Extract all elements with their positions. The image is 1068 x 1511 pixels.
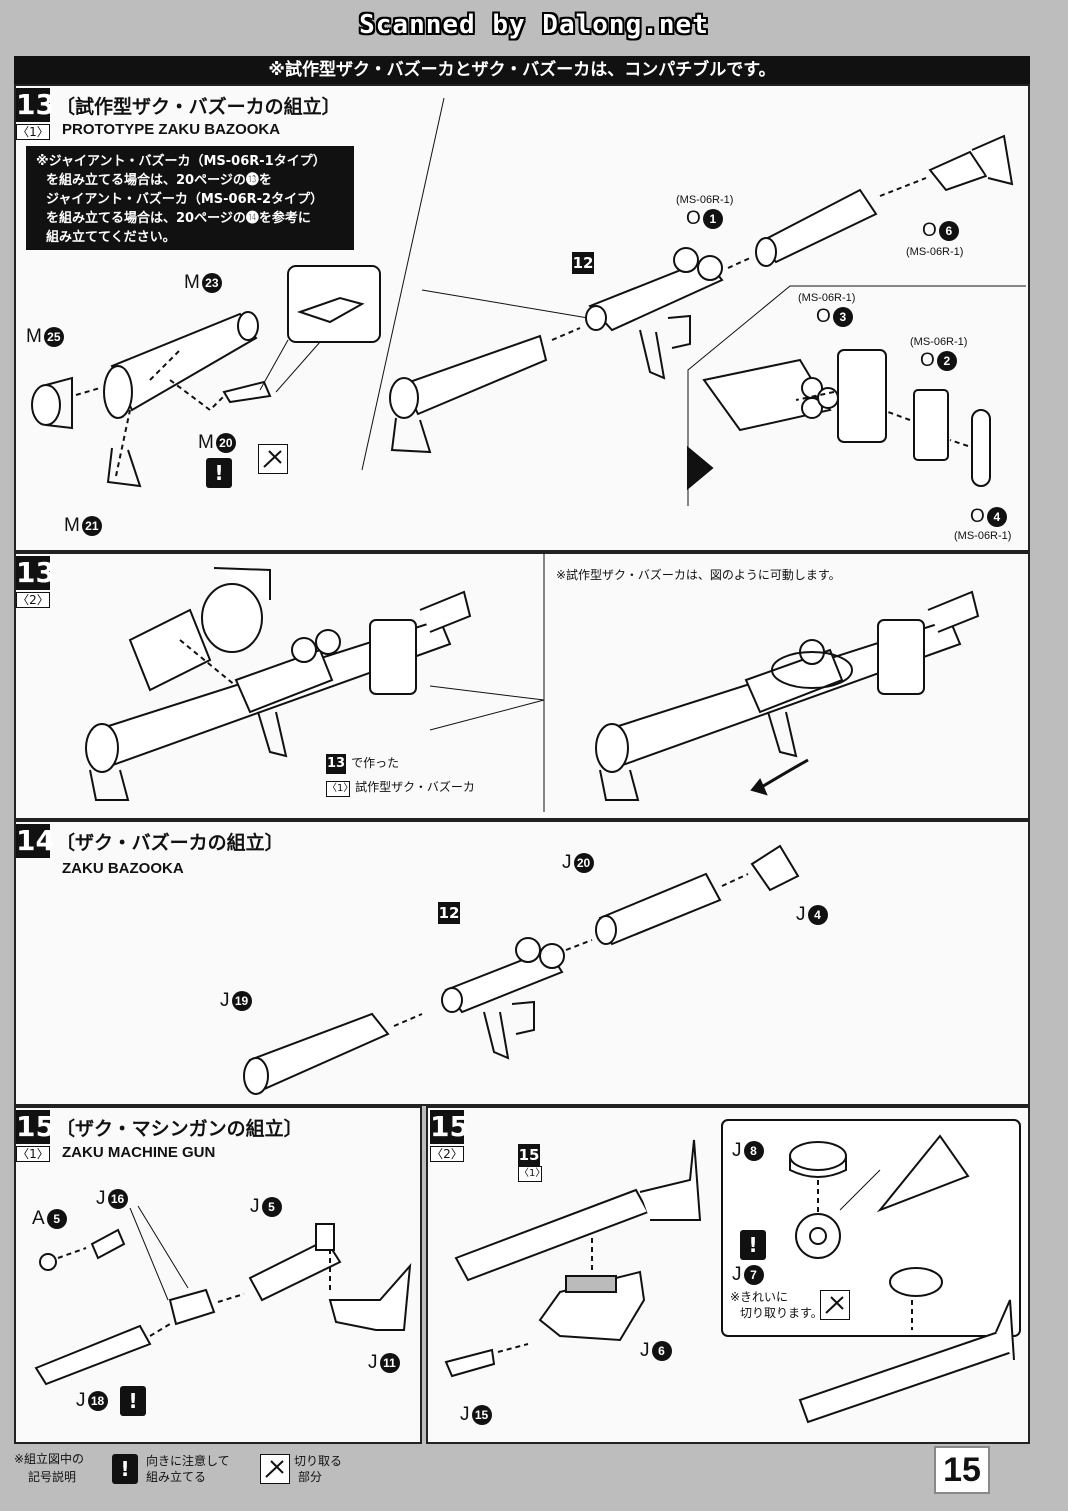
ref-step-15-1: 15 〈1〉 bbox=[518, 1144, 545, 1182]
orientation-warning-icon: ! bbox=[120, 1386, 146, 1416]
note-line: ジャイアント・バズーカ（MS-06R-2タイプ） bbox=[46, 192, 324, 207]
step-15-2-number: 15 bbox=[430, 1110, 469, 1144]
scan-watermark-title: Scanned by Dalong.net bbox=[359, 10, 709, 40]
step-13-title-jp: 〔試作型ザク・バズーカの組立〕 bbox=[56, 96, 341, 118]
legend-cut-icon bbox=[260, 1454, 290, 1484]
legend-title-line2: 記号説明 bbox=[28, 1470, 77, 1484]
ref-sub-step: 〈1〉 bbox=[326, 781, 353, 797]
step-13-2-number: 13 bbox=[16, 556, 55, 590]
step-13-sub-number: 〈1〉 bbox=[16, 124, 50, 140]
orientation-warning-icon: ! bbox=[740, 1230, 766, 1260]
legend-cut-text2: 部分 bbox=[298, 1470, 323, 1484]
variant-label-o2: (MS-06R-1) bbox=[910, 336, 968, 348]
step-14-number: 14 bbox=[16, 824, 55, 858]
prototype-bazooka-ref-text: 試作型ザク・バズーカ bbox=[355, 780, 475, 794]
step-14-title-en: ZAKU BAZOOKA bbox=[62, 860, 184, 877]
compatibility-banner: ※試作型ザク・バズーカとザク・バズーカは、コンパチブルです。 bbox=[14, 56, 1030, 84]
note-line: ※ジャイアント・バズーカ（MS-06R-1タイプ） bbox=[36, 154, 326, 169]
ref-step-13-badge: 13 bbox=[326, 754, 346, 774]
variant-label-o4: (MS-06R-1) bbox=[954, 530, 1012, 542]
cut-nipper-icon bbox=[820, 1290, 850, 1320]
page-number: 15 bbox=[934, 1446, 990, 1494]
step-15-title-jp: 〔ザク・マシンガンの組立〕 bbox=[56, 1118, 303, 1140]
ref-step-12-badge: 12 bbox=[438, 902, 460, 924]
cut-nipper-icon bbox=[258, 444, 288, 474]
step-15-2-sub-number: 〈2〉 bbox=[430, 1146, 464, 1162]
step-15-title-en: ZAKU MACHINE GUN bbox=[62, 1144, 216, 1161]
orientation-warning-icon: ! bbox=[206, 458, 232, 488]
variant-label-o6: (MS-06R-1) bbox=[906, 246, 964, 258]
note-line: を組み立てる場合は、20ページの⓭を bbox=[46, 173, 272, 188]
made-in-text: で作った bbox=[351, 756, 400, 770]
step-15-sub-number: 〈1〉 bbox=[16, 1146, 50, 1162]
variant-label-o3: (MS-06R-1) bbox=[798, 292, 856, 304]
step-14-title-jp: 〔ザク・バズーカの組立〕 bbox=[56, 832, 284, 854]
clean-cut-note-line2: 切り取ります。 bbox=[740, 1306, 823, 1320]
movable-note: ※試作型ザク・バズーカは、図のように可動します。 bbox=[556, 568, 841, 582]
step-13-2-sub-number: 〈2〉 bbox=[16, 592, 50, 608]
step-13-number: 13 bbox=[16, 88, 55, 122]
ref-step-12-badge: 12 bbox=[572, 252, 594, 274]
legend-cut-text1: 切り取る bbox=[294, 1454, 343, 1468]
symbol-legend: ※組立図中の 記号説明 ! 向きに注意して 組み立てる 切り取る 部分 bbox=[14, 1448, 344, 1488]
ref-sub-step: 〈1〉 bbox=[518, 1166, 545, 1182]
legend-warning-text2: 組み立てる bbox=[146, 1470, 207, 1484]
step-13-title-en: PROTOTYPE ZAKU BAZOOKA bbox=[62, 121, 281, 138]
legend-warning-icon: ! bbox=[112, 1454, 138, 1484]
legend-title-line1: ※組立図中の bbox=[14, 1452, 85, 1466]
note-line: 組み立ててください。 bbox=[46, 230, 176, 245]
variant-label-o1: (MS-06R-1) bbox=[676, 194, 734, 206]
note-line: を組み立てる場合は、20ページの⓮を参考に bbox=[46, 211, 311, 226]
giant-bazooka-note: ※ジャイアント・バズーカ（MS-06R-1タイプ） を組み立てる場合は、20ペー… bbox=[26, 146, 354, 250]
legend-warning-text1: 向きに注意して bbox=[146, 1454, 230, 1468]
step-15-number: 15 bbox=[16, 1110, 55, 1144]
step-13-2-panel bbox=[14, 552, 1030, 820]
clean-cut-note-line1: ※きれいに bbox=[730, 1290, 789, 1304]
made-in-step-reference: 13 で作った 〈1〉 試作型ザク・バズーカ bbox=[326, 752, 475, 797]
ref-step-15-badge: 15 bbox=[518, 1144, 540, 1166]
step-15-1-panel bbox=[14, 1106, 422, 1444]
